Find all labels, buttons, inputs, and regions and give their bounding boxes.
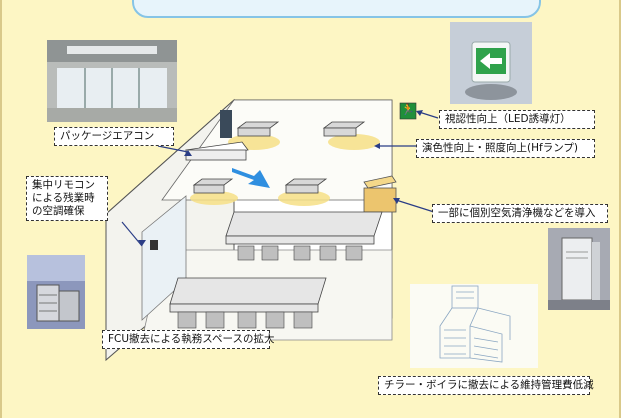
ceiling-unit xyxy=(237,127,271,137)
light-glow xyxy=(278,190,330,206)
label-central-remote: 集中リモコンによる残業時の空調確保 xyxy=(26,176,108,221)
desk-row-1 xyxy=(225,211,383,237)
chair xyxy=(265,311,285,329)
chair xyxy=(261,245,279,261)
light-glow xyxy=(190,191,238,205)
chair xyxy=(237,245,255,261)
leader-line xyxy=(395,199,435,213)
arrowhead xyxy=(374,143,380,149)
arrowhead xyxy=(138,240,146,246)
chair xyxy=(319,245,337,261)
label-air-purifier: 一部に個別空気清浄機などを導入 xyxy=(432,204,608,223)
desk-row-2 xyxy=(169,277,327,305)
exit-sign-photo xyxy=(450,22,532,104)
air-purifier-photo xyxy=(548,228,610,310)
ceiling-unit xyxy=(193,184,225,194)
desk-row-1 xyxy=(225,235,375,245)
label-chiller-boiler: チラー・ボイラに撤去による維持管理費低減 xyxy=(378,376,594,395)
ceiling-unit xyxy=(323,127,357,137)
leader-line xyxy=(157,145,189,153)
air-purifier-box xyxy=(363,175,397,189)
label-fcu-removal: FCU撤去による執務スペースの拡大 xyxy=(102,330,274,349)
light-glow xyxy=(328,134,380,150)
chair xyxy=(237,311,257,329)
desk-row-2 xyxy=(169,303,319,313)
exit-sign-glyph: 🏃 xyxy=(401,103,415,116)
window xyxy=(220,110,232,138)
arrowhead xyxy=(393,198,400,204)
label-hf-lamp: 演色性向上・照度向上(Hfランプ) xyxy=(416,139,595,158)
label-package-aircon: パッケージエアコン xyxy=(54,127,174,146)
chair xyxy=(293,245,311,261)
arrowhead xyxy=(184,150,192,156)
chair xyxy=(345,245,363,261)
label-led-exit-sign: 視認性向上（LED誘導灯） xyxy=(439,110,595,129)
chair xyxy=(177,311,197,329)
arrowhead xyxy=(416,110,423,116)
airflow-arrow xyxy=(232,168,270,188)
chair xyxy=(293,311,313,329)
outdoor-unit-photo xyxy=(27,255,85,329)
chair xyxy=(205,311,225,329)
chiller-boiler-sketch xyxy=(410,278,538,372)
package-aircon-unit xyxy=(185,149,247,161)
ceiling-photo xyxy=(47,40,177,122)
ceiling-unit xyxy=(285,184,319,194)
remote-controller xyxy=(150,240,158,250)
leader-line xyxy=(121,221,143,247)
leader-line xyxy=(418,111,439,119)
air-purifier-box xyxy=(363,187,397,213)
